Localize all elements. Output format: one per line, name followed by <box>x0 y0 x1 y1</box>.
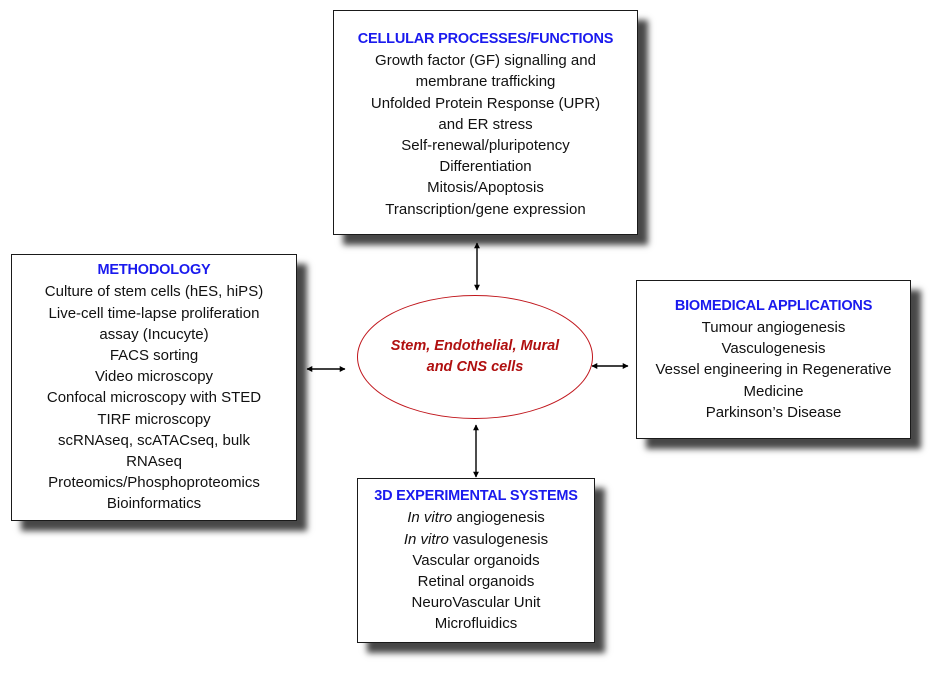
biomedical-applications-box: BIOMEDICAL APPLICATIONS Tumour angiogene… <box>636 280 911 439</box>
methodology-item: Proteomics/Phosphoproteomics <box>48 474 260 492</box>
cellular-item: membrane trafficking <box>415 73 556 91</box>
methodology-item: RNAseq <box>126 453 182 470</box>
biomedical-applications-title: BIOMEDICAL APPLICATIONS <box>674 297 873 314</box>
cellular-item: Unfolded Protein Response (UPR) <box>370 94 601 112</box>
methodology-item: TIRF microscopy <box>97 410 211 428</box>
cellular-item: Self-renewal/pluripotency <box>401 137 570 154</box>
cellular-item: and ER stress <box>438 115 533 133</box>
methodology-item: scRNAseq, scATACseq, bulk <box>57 431 250 449</box>
experimental-item-italic: In vitro <box>403 530 449 548</box>
biomedical-item: Vessel engineering in Regenerative <box>655 361 892 379</box>
center-cell-types-label: Stem, Endothelial, Mural and CNS cells <box>390 337 560 376</box>
experimental-item-text: Vascular organoids <box>412 551 540 569</box>
center-cell-types-ellipse: Stem, Endothelial, Mural and CNS cells <box>357 295 593 419</box>
cellular-processes-title: CELLULAR PROCESSES/FUNCTIONS <box>357 31 614 48</box>
methodology-item: Confocal microscopy with STED <box>46 389 262 407</box>
experimental-item: In vitro vasulogenesis <box>404 529 548 550</box>
methodology-item: Video microscopy <box>94 368 214 386</box>
experimental-item-text: NeuroVascular Unit <box>411 594 541 612</box>
methodology-item: Bioinformatics <box>106 495 202 513</box>
experimental-item: Vascular organoids <box>412 550 539 571</box>
cellular-processes-box: CELLULAR PROCESSES/FUNCTIONS Growth fact… <box>333 10 638 235</box>
methodology-title: METHODOLOGY <box>97 262 211 279</box>
experimental-item-text: vasulogenesis <box>448 530 549 548</box>
experimental-systems-box: 3D EXPERIMENTAL SYSTEMS In vitro angioge… <box>357 478 595 643</box>
experimental-item: Retinal organoids <box>418 571 535 592</box>
experimental-item: Microfluidics <box>435 613 518 634</box>
methodology-item: Live-cell time-lapse proliferation <box>48 304 260 322</box>
methodology-item: assay (Incucyte) <box>99 325 209 343</box>
methodology-item: Culture of stem cells (hES, hiPS) <box>44 283 264 301</box>
biomedical-item: Parkinson’s Disease <box>705 403 842 421</box>
experimental-systems-title: 3D EXPERIMENTAL SYSTEMS <box>374 488 578 505</box>
experimental-item: In vitro angiogenesis <box>407 507 545 528</box>
cellular-item: Differentiation <box>439 158 532 176</box>
experimental-item-text: angiogenesis <box>452 509 545 527</box>
cellular-item: Mitosis/Apoptosis <box>427 179 544 197</box>
methodology-box: METHODOLOGY Culture of stem cells (hES, … <box>11 254 297 521</box>
experimental-item: NeuroVascular Unit <box>412 592 541 613</box>
biomedical-item: Tumour angiogenesis <box>701 318 846 336</box>
cellular-item: Growth factor (GF) signalling and <box>375 52 596 70</box>
biomedical-item: Medicine <box>743 382 804 400</box>
methodology-item: FACS sorting <box>109 346 199 364</box>
cellular-item: Transcription/gene expression <box>385 200 586 218</box>
experimental-item-text: Retinal organoids <box>417 573 535 590</box>
experimental-item-italic: In vitro <box>407 509 453 527</box>
experimental-item-text: Microfluidics <box>434 615 518 633</box>
biomedical-item: Vasculogenesis <box>721 340 826 358</box>
